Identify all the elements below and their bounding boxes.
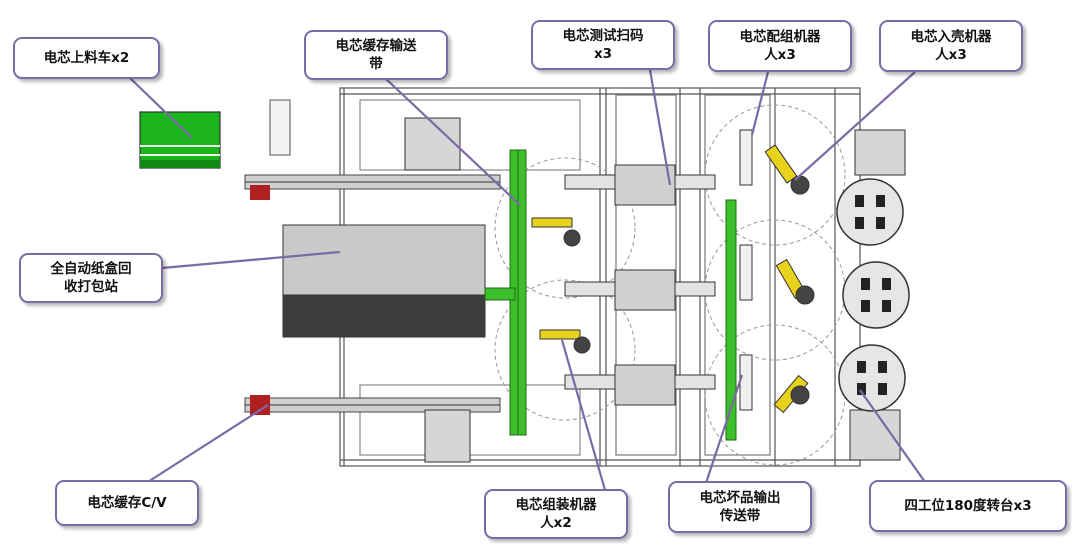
buffer-conveyor-top <box>244 174 501 200</box>
leader-line <box>704 374 744 484</box>
control-cabinet <box>854 129 906 176</box>
leader-line <box>648 69 672 186</box>
callout-carton-station: 全自动纸盒回 收打包站 <box>19 253 163 303</box>
leader-line <box>129 77 193 139</box>
turntable <box>838 344 906 412</box>
leader-line <box>560 339 607 491</box>
callout-buffer-cv: 电芯缓存C/V <box>55 480 199 526</box>
leader-line <box>859 389 926 483</box>
leader-line <box>750 71 770 136</box>
turntable <box>836 178 904 246</box>
carton-packing-station <box>282 224 486 338</box>
callout-casing-robot: 电芯入壳机器 人x3 <box>879 20 1023 72</box>
callout-turntable: 四工位180度转台x3 <box>869 480 1067 532</box>
leader-line <box>794 71 916 181</box>
transfer-conveyor-left <box>484 149 527 436</box>
pairing-robot <box>739 129 753 186</box>
callout-buffer-conveyor: 电芯缓存输送 带 <box>304 30 448 80</box>
callout-pairing-robot: 电芯配组机器 人x3 <box>708 20 852 72</box>
robot-reach-zone <box>494 279 636 421</box>
cart-handle <box>269 99 291 156</box>
pairing-robot <box>739 244 753 301</box>
leader-line <box>139 404 269 488</box>
control-cabinet <box>424 409 471 463</box>
robot-reach-zone <box>494 157 636 299</box>
callout-test-scan: 电芯测试扫码 x3 <box>531 20 675 70</box>
callout-ng-conveyor: 电芯坏品输出 传送带 <box>668 481 812 533</box>
callout-assembly-robot: 电芯组装机器 人x2 <box>484 489 628 539</box>
feed-cart <box>139 111 221 169</box>
leader-line <box>161 250 341 270</box>
assembly-robot-arm <box>539 329 581 340</box>
pairing-robot <box>739 354 753 411</box>
turntable <box>842 261 910 329</box>
control-cabinet <box>404 117 461 171</box>
leader-line <box>384 77 521 206</box>
casing-robot-arm <box>764 144 798 184</box>
assembly-robot-arm <box>531 217 573 228</box>
callout-feed-cart: 电芯上料车x2 <box>13 37 160 79</box>
ng-conveyor <box>725 199 737 441</box>
buffer-conveyor-bottom <box>244 395 501 415</box>
